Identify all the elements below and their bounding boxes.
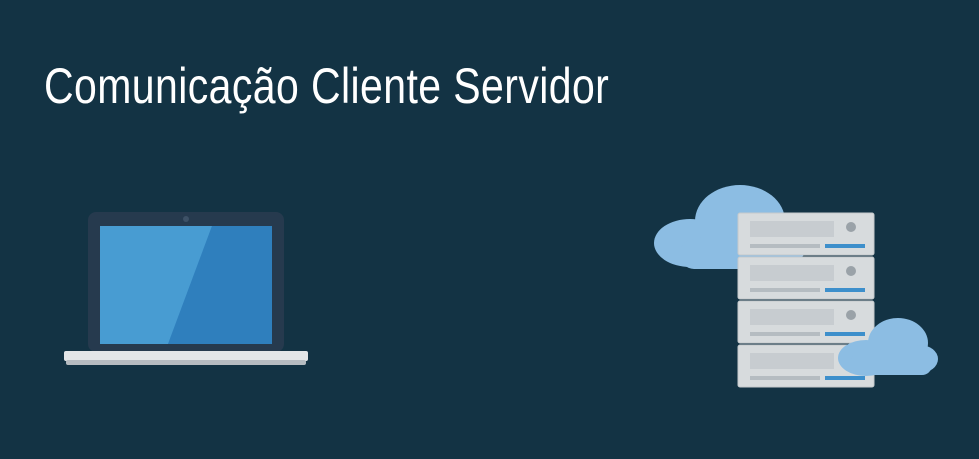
server-unit-3 bbox=[737, 300, 875, 344]
cloud-icon bbox=[838, 318, 938, 376]
server-unit-2 bbox=[737, 256, 875, 300]
server-rack-icon bbox=[654, 185, 938, 388]
slide-title: Comunicação Cliente Servidor bbox=[44, 58, 610, 114]
server-unit-1 bbox=[737, 212, 875, 256]
laptop-icon bbox=[64, 212, 308, 365]
